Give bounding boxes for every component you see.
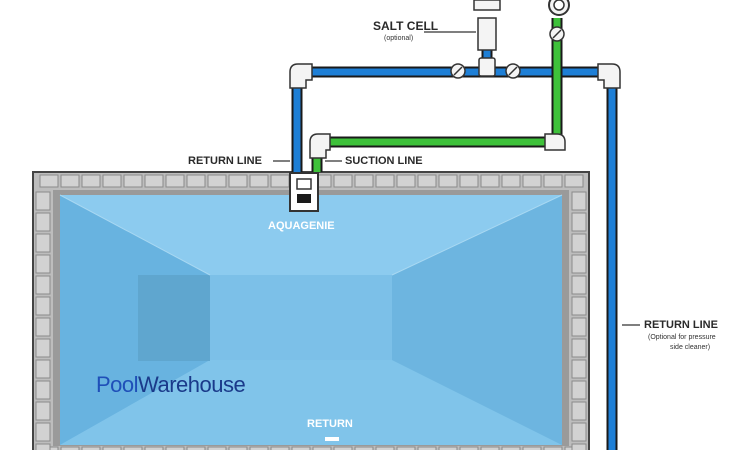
coping-tile	[123, 446, 143, 450]
poolwarehouse-logo: PoolWarehouse	[96, 372, 246, 398]
coping-tile	[571, 212, 587, 232]
coping-tiles	[35, 174, 587, 450]
pressure-gauge	[548, 0, 570, 16]
coping-tile	[571, 254, 587, 274]
coping-tile	[571, 233, 587, 253]
aquagenie-label: AQUAGENIE	[268, 220, 335, 232]
coping-tile	[480, 174, 500, 188]
coping-tile	[522, 446, 542, 450]
coping-tile	[571, 359, 587, 379]
coping-tile	[35, 296, 51, 316]
coping-tile	[35, 233, 51, 253]
coping-tile	[333, 174, 353, 188]
coping-tile	[564, 174, 584, 188]
return-line-top-label: RETURN LINE	[188, 155, 262, 167]
coping-tile	[60, 446, 80, 450]
coping-tile	[417, 446, 437, 450]
brand-part-2: Warehouse	[138, 372, 246, 397]
brand-part-1: Pool	[96, 372, 139, 397]
coping-tile	[571, 380, 587, 400]
coping-tile	[396, 174, 416, 188]
coping-tile	[165, 446, 185, 450]
coping-tile	[35, 254, 51, 274]
coping-tile	[165, 174, 185, 188]
coping-tile	[291, 446, 311, 450]
coping-tile	[571, 275, 587, 295]
pool-water	[59, 194, 563, 445]
coping-tile	[571, 191, 587, 211]
coping-tile	[60, 174, 80, 188]
coping-tile	[35, 401, 51, 421]
coping-tile	[270, 174, 290, 188]
return-line-right-note-1: (Optional for pressure	[648, 334, 716, 341]
return-line-right-note-2: side cleaner)	[670, 344, 711, 351]
coping-tile	[35, 380, 51, 400]
coping-tile	[144, 446, 164, 450]
coping-tile	[571, 338, 587, 358]
coping-tile	[35, 275, 51, 295]
coping-tile	[459, 446, 479, 450]
coping-tile	[249, 446, 269, 450]
coping-tile	[543, 446, 563, 450]
coping-tile	[39, 174, 59, 188]
coping-tile	[102, 446, 122, 450]
coping-tile	[81, 446, 101, 450]
salt-cell-label: SALT CELL	[373, 19, 439, 33]
coping-tile	[501, 446, 521, 450]
coping-tile	[438, 446, 458, 450]
coping-tile	[186, 174, 206, 188]
coping-tile	[123, 174, 143, 188]
salt-cell-note: (optional)	[384, 35, 414, 42]
coping-tile	[228, 446, 248, 450]
coping-tile	[571, 401, 587, 421]
coping-tile	[396, 446, 416, 450]
coping-tile	[228, 174, 248, 188]
coping-tile	[207, 174, 227, 188]
valves	[450, 26, 565, 79]
coping-tile	[270, 446, 290, 450]
coping-tile	[144, 174, 164, 188]
coping-tile	[571, 317, 587, 337]
coping-tile	[35, 317, 51, 337]
coping-tile	[571, 296, 587, 316]
coping-tile	[312, 446, 332, 450]
coping-tile	[35, 191, 51, 211]
suction-pipe	[311, 18, 563, 172]
coping-tile	[522, 174, 542, 188]
coping-tile	[417, 174, 437, 188]
coping-tile	[102, 174, 122, 188]
coping-tile	[375, 446, 395, 450]
coping-tile	[354, 446, 374, 450]
aquagenie-skimmer	[289, 172, 319, 212]
coping-tile	[249, 174, 269, 188]
coping-tile	[480, 446, 500, 450]
coping-tile	[354, 174, 374, 188]
coping-tile	[35, 422, 51, 442]
suction-line-label: SUCTION LINE	[345, 155, 423, 167]
return-outlet	[325, 437, 339, 441]
coping-tile	[375, 174, 395, 188]
coping-tile	[501, 174, 521, 188]
salt-cell	[473, 0, 501, 51]
coping-tile	[207, 446, 227, 450]
coping-tile	[571, 422, 587, 442]
coping-tile	[333, 446, 353, 450]
coping-tile	[35, 359, 51, 379]
coping-tile	[438, 174, 458, 188]
coping-tile	[186, 446, 206, 450]
coping-tile	[81, 174, 101, 188]
coping-tile	[543, 174, 563, 188]
coping-tile	[35, 443, 51, 450]
pipe-elbows	[289, 57, 621, 159]
leader-lines	[273, 31, 640, 326]
coping-tile	[459, 174, 479, 188]
coping-tile	[35, 212, 51, 232]
coping-tile	[571, 443, 587, 450]
return-line-right-label: RETURN LINE	[644, 319, 718, 331]
coping-tile	[35, 338, 51, 358]
return-bottom-label: RETURN	[307, 418, 353, 430]
